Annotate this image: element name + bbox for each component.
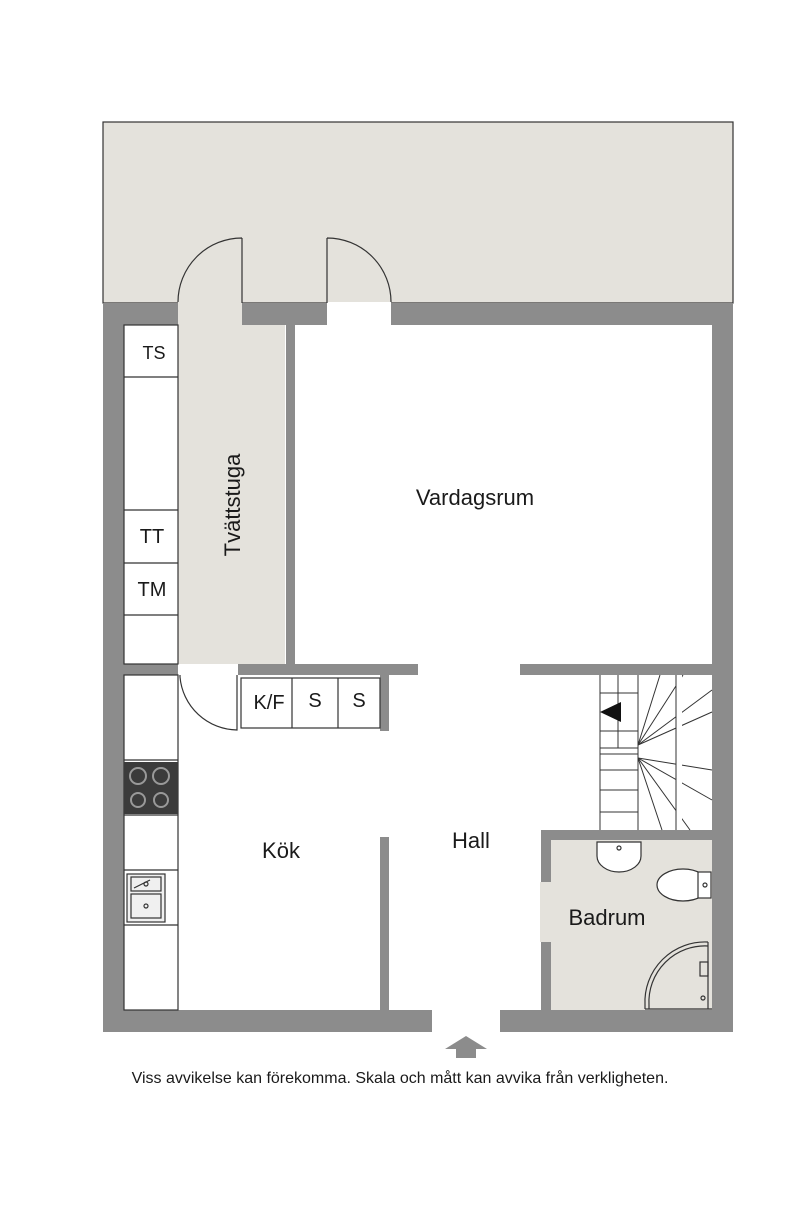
appliance-label-tm: TM: [138, 579, 167, 601]
laundry-floor: [178, 325, 285, 664]
sink-icon: [126, 873, 166, 923]
living-door-opening: [327, 302, 391, 326]
room-label-vardagsrum: Vardagsrum: [416, 485, 534, 510]
wardrobes: [240, 677, 381, 729]
room-label-hall: Hall: [452, 828, 490, 853]
appliance-label-kf: K/F: [253, 692, 284, 714]
appliance-label-tt: TT: [140, 526, 164, 548]
staircase: [599, 674, 713, 831]
terrace: [102, 121, 734, 304]
disclaimer-text: Viss avvikelse kan förekomma. Skala och …: [131, 1070, 669, 1087]
stove-icon: [124, 762, 178, 814]
appliance-label-s2: S: [352, 690, 365, 712]
appliance-label-ts: TS: [142, 343, 165, 363]
room-label-kok: Kök: [262, 838, 301, 863]
stair-direction-arrow-icon: [600, 702, 621, 722]
doors: [177, 237, 392, 731]
washbasin-icon: [596, 841, 642, 873]
room-label-tvattstuga: Tvättstuga: [220, 453, 245, 556]
entrance-opening: [432, 1009, 500, 1033]
room-label-badrum: Badrum: [568, 905, 645, 930]
bathroom-door-opening: [540, 882, 552, 942]
kitchen-counter: [123, 324, 179, 1011]
appliance-label-s1: S: [308, 690, 321, 712]
laundry-door-opening: [178, 302, 242, 326]
entrance-arrow-icon: [445, 1036, 487, 1058]
shower-icon: [644, 941, 712, 1010]
toilet-icon: [656, 868, 712, 902]
